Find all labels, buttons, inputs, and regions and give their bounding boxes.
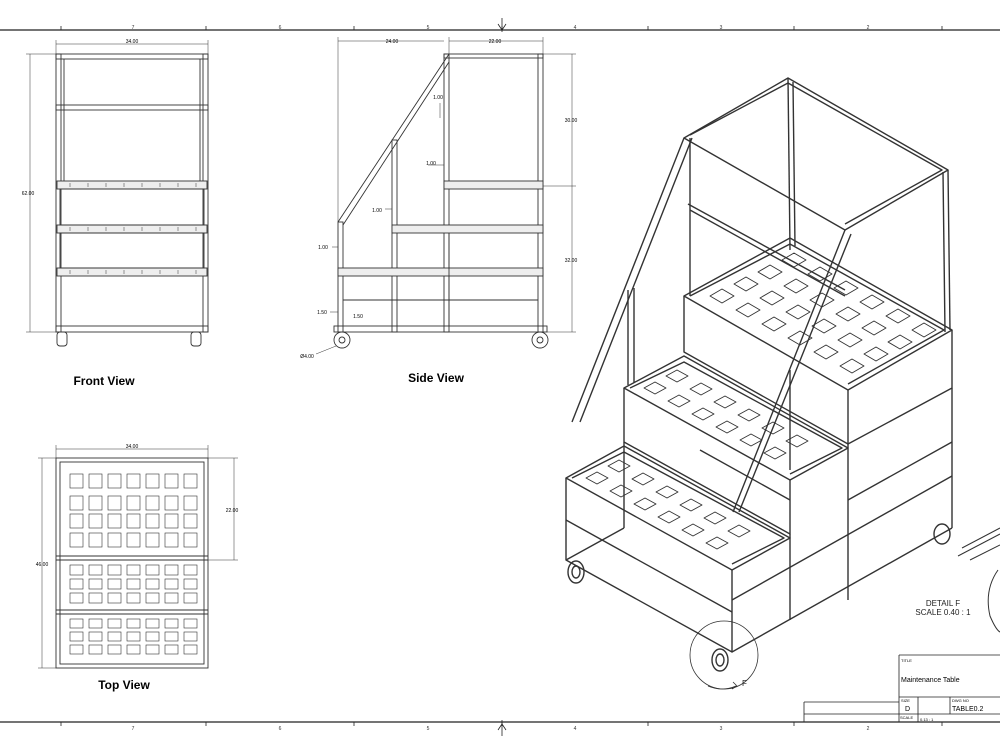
dwg-number: TABLE0.2: [952, 706, 983, 713]
front-view-label: Front View: [73, 374, 135, 388]
side-dim-base-1: 1.50: [317, 310, 327, 316]
zone-label: 3: [720, 726, 723, 732]
top-view: [38, 445, 238, 669]
zone-labels-top: 7 6 5 4 3 2: [132, 25, 870, 31]
zone-label: 7: [132, 726, 135, 732]
center-mark-bottom: [497, 720, 507, 736]
zone-label: 6: [279, 25, 282, 31]
title-caption: TITLE: [901, 658, 912, 663]
zone-labels-bottom: 7 6 5 4 3 2: [132, 726, 870, 732]
center-mark-top: [497, 18, 507, 32]
side-view: [315, 37, 576, 355]
detail-marker: F: [742, 679, 747, 688]
title-block: [803, 654, 1000, 722]
scale-value: 0.13 : 1: [920, 717, 934, 722]
zone-label: 3: [720, 25, 723, 31]
side-dim-top-left: 24.00: [386, 39, 399, 45]
size-caption: SIZE: [901, 698, 910, 703]
detail-callout: [689, 620, 759, 690]
scale-caption: SCALE: [900, 715, 913, 720]
detail-f-view: [957, 527, 1000, 633]
side-dim-rail-1: 1.00: [433, 95, 443, 101]
top-depth-dim: 46.00: [36, 562, 49, 568]
side-dim-top-right: 22.00: [489, 39, 502, 45]
drawing-title: Maintenance Table: [901, 677, 960, 684]
top-section-dim: 22.00: [226, 508, 239, 514]
detail-scale: SCALE 0.40 : 1: [915, 608, 971, 617]
isometric-view: [565, 77, 953, 672]
zone-label: 4: [574, 726, 577, 732]
front-view: [26, 40, 209, 347]
side-dim-upper-height: 30.00: [565, 118, 578, 124]
side-dim-rail-4: 1.00: [318, 245, 328, 251]
side-dim-base-2: 1.50: [353, 314, 363, 320]
zone-label: 7: [132, 25, 135, 31]
dwg-caption: DWG NO: [952, 698, 969, 703]
side-view-label: Side View: [408, 371, 464, 385]
zone-label: 6: [279, 726, 282, 732]
size-value: D: [905, 706, 910, 713]
front-height-dim: 62.00: [22, 191, 35, 197]
zone-label: 5: [427, 726, 430, 732]
side-dim-lower-height: 32.00: [565, 258, 578, 264]
side-dim-rail-3: 1.00: [372, 208, 382, 214]
top-view-label: Top View: [98, 678, 150, 692]
detail-title: DETAIL F: [926, 599, 960, 608]
zone-label: 2: [867, 726, 870, 732]
front-width-dim: 34.00: [126, 39, 139, 45]
side-dim-wheel: Ø4.00: [300, 354, 314, 360]
top-width-dim: 34.00: [126, 444, 139, 450]
zone-label: 2: [867, 25, 870, 31]
side-dim-rail-2: 1.00: [426, 161, 436, 167]
zone-label: 5: [427, 25, 430, 31]
zone-label: 4: [574, 25, 577, 31]
sheet-border: [0, 26, 1000, 726]
